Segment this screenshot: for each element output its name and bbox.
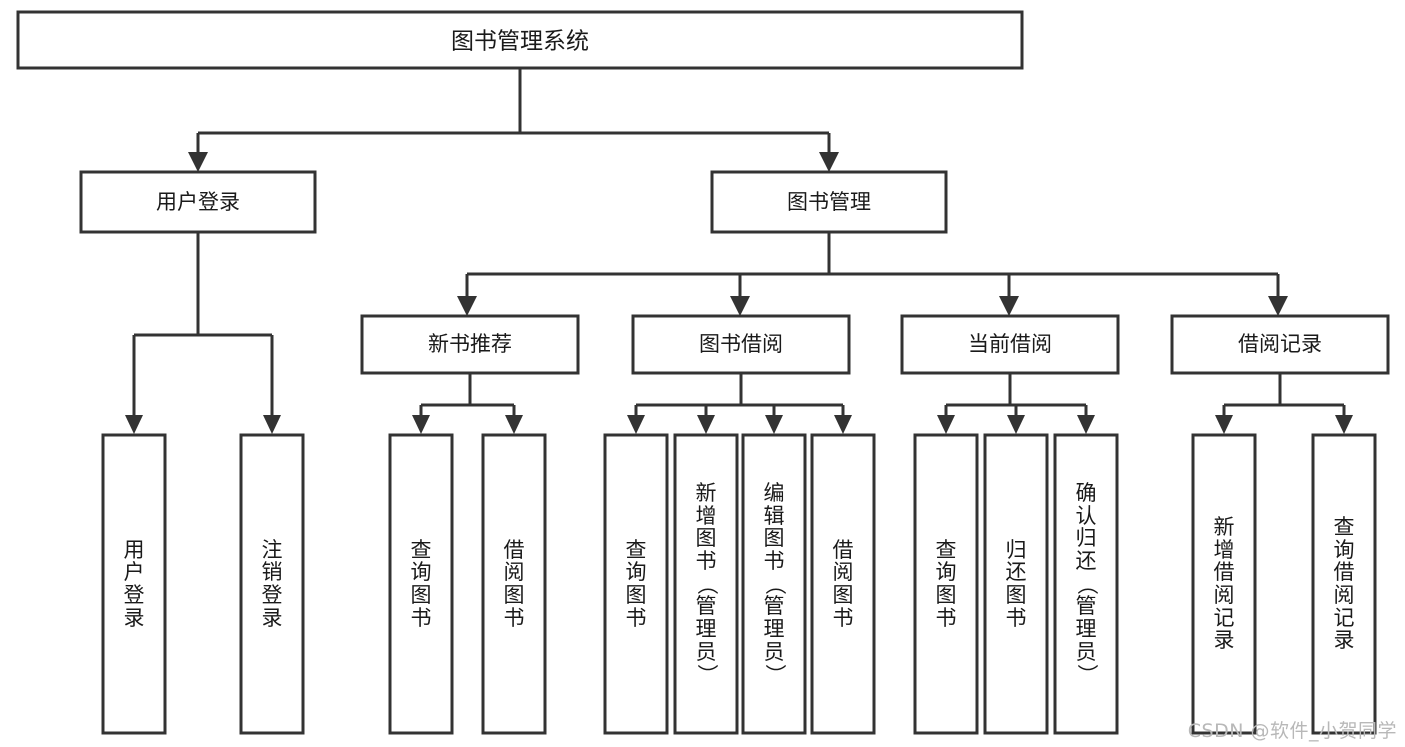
arrowhead-leaf-user-logout bbox=[263, 415, 281, 434]
node-new-book-recommend-label: 新书推荐 bbox=[428, 332, 512, 356]
node-leaf-add-book-box[interactable] bbox=[673, 433, 739, 735]
node-book-borrow[interactable]: 图书借阅 bbox=[631, 314, 851, 375]
arrowhead-borrow-record bbox=[1268, 296, 1288, 316]
node-current-borrow-box[interactable] bbox=[900, 314, 1120, 375]
node-borrow-record-label: 借阅记录 bbox=[1238, 332, 1322, 356]
leaf-box-layer bbox=[101, 433, 1377, 735]
node-leaf-query-book-2-box[interactable] bbox=[603, 433, 669, 735]
node-leaf-user-login-box[interactable] bbox=[101, 433, 167, 735]
node-current-borrow-label: 当前借阅 bbox=[968, 332, 1052, 356]
node-leaf-add-record-box[interactable] bbox=[1191, 433, 1257, 735]
node-leaf-borrow-book-1-box[interactable] bbox=[481, 433, 547, 735]
csdn-watermark: CSDN @软件_小贺同学 bbox=[1187, 720, 1397, 742]
arrowhead-leaf-query-record bbox=[1335, 415, 1353, 434]
node-book-manage-box[interactable] bbox=[710, 170, 948, 234]
node-root-label: 图书管理系统 bbox=[451, 29, 589, 55]
arrowhead-leaf-query-book-3 bbox=[937, 415, 955, 434]
arrowhead-leaf-borrow-book-1 bbox=[505, 415, 523, 434]
node-new-book-recommend-box[interactable] bbox=[360, 314, 580, 375]
arrowhead-leaf-return-book bbox=[1007, 415, 1025, 434]
arrowhead-leaf-borrow-book-2 bbox=[834, 415, 852, 434]
node-leaf-borrow-book-2-box[interactable] bbox=[810, 433, 876, 735]
node-borrow-record[interactable]: 借阅记录 bbox=[1170, 314, 1390, 375]
node-current-borrow[interactable]: 当前借阅 bbox=[900, 314, 1120, 375]
node-book-manage-label: 图书管理 bbox=[787, 190, 871, 214]
arrowhead-book-borrow bbox=[730, 296, 750, 316]
node-book-manage[interactable]: 图书管理 bbox=[710, 170, 948, 234]
node-user-login-label: 用户登录 bbox=[156, 190, 240, 214]
arrowhead-leaf-query-book-2 bbox=[627, 415, 645, 434]
node-root[interactable]: 图书管理系统 bbox=[16, 10, 1024, 70]
arrowhead-leaf-confirm-return bbox=[1077, 415, 1095, 434]
connector-layer bbox=[125, 68, 1353, 434]
node-leaf-return-book-box[interactable] bbox=[983, 433, 1049, 735]
node-book-borrow-label: 图书借阅 bbox=[699, 332, 783, 356]
node-leaf-confirm-return-box[interactable] bbox=[1053, 433, 1119, 735]
node-book-borrow-box[interactable] bbox=[631, 314, 851, 375]
node-leaf-query-book-1-box[interactable] bbox=[388, 433, 454, 735]
arrowhead-leaf-query-book-1 bbox=[412, 415, 430, 434]
node-leaf-edit-book-box[interactable] bbox=[741, 433, 807, 735]
arrowhead-book-manage bbox=[819, 152, 839, 172]
node-user-login-box[interactable] bbox=[79, 170, 317, 234]
node-leaf-user-logout-box[interactable] bbox=[239, 433, 305, 735]
arrowhead-leaf-edit-book bbox=[765, 415, 783, 434]
arrowhead-current-borrow bbox=[999, 296, 1019, 316]
node-leaf-query-record-box[interactable] bbox=[1311, 433, 1377, 735]
arrowhead-new-book-recommend bbox=[457, 296, 477, 316]
arrowhead-leaf-user-login bbox=[125, 415, 143, 434]
arrowhead-user-login bbox=[188, 152, 208, 172]
node-new-book-recommend[interactable]: 新书推荐 bbox=[360, 314, 580, 375]
arrowhead-leaf-add-record bbox=[1215, 415, 1233, 434]
node-leaf-query-book-3-box[interactable] bbox=[913, 433, 979, 735]
arrowhead-leaf-add-book bbox=[697, 415, 715, 434]
node-borrow-record-box[interactable] bbox=[1170, 314, 1390, 375]
node-root-box[interactable] bbox=[16, 10, 1024, 70]
node-user-login[interactable]: 用户登录 bbox=[79, 170, 317, 234]
